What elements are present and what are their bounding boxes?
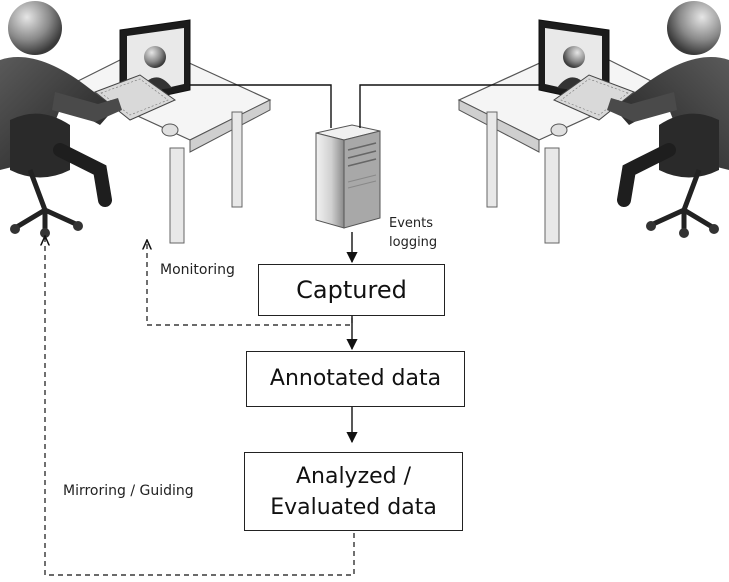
monitoring-feedback-arrow [147,240,353,326]
analyzed-label-line2: Evaluated data [270,495,437,520]
left-user-workstation-icon [0,1,272,244]
server-icon [315,124,381,229]
events-logging-label: Events logging [389,214,437,252]
analyzed-label-line1: Analyzed / [295,464,412,489]
left-connection-line [190,84,332,128]
annotated-data-box: Annotated data [246,351,465,407]
monitoring-label: Monitoring [160,262,235,278]
right-connection-line [359,84,540,128]
mirroring-feedback-arrow [45,236,355,576]
annotated-data-label: Annotated data [269,366,442,391]
events-logging-line1: Events [389,216,434,231]
events-logging-line2: logging [389,235,438,250]
right-user-workstation-icon [457,1,729,244]
analyzed-evaluated-data-box: Analyzed / Evaluated data [244,452,463,531]
captured-label: Captured [296,276,407,304]
captured-box: Captured [258,264,445,316]
mirroring-guiding-label: Mirroring / Guiding [63,483,194,499]
